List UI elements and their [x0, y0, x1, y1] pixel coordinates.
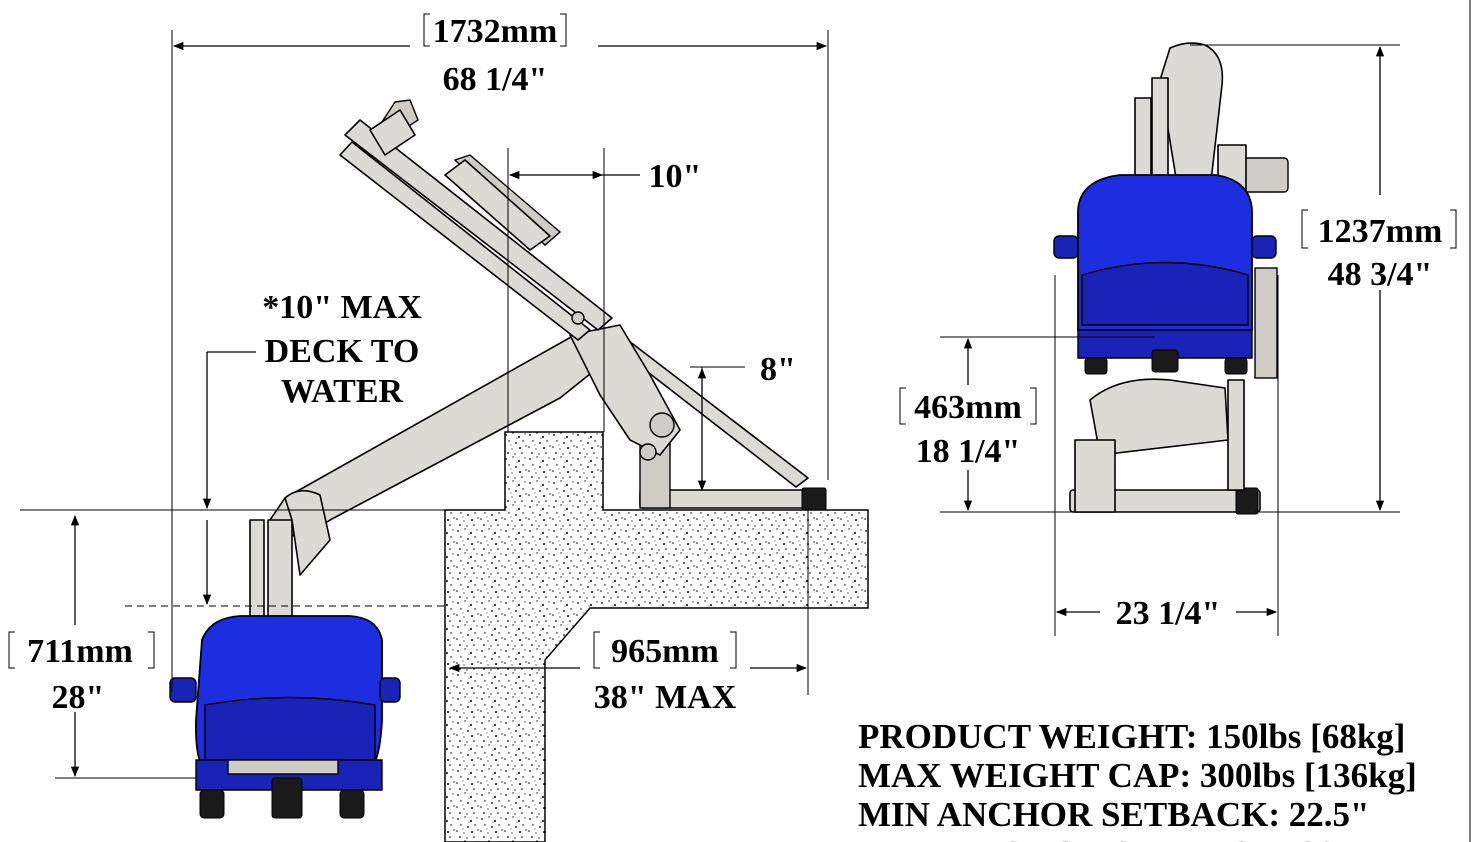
seat-drop-mm-label: 711mm [27, 633, 133, 670]
dimension-labels: 1732mm 68 1/4" 10" *10" MAX DECK TO WATE… [8, 13, 1457, 716]
seat-drop-in-label: 28" [52, 679, 105, 716]
offset-top-label: 10" [649, 158, 702, 195]
total-height-mm-label: 1237mm [1318, 213, 1443, 250]
spec-product-weight: PRODUCT WEIGHT: 150lbs [68kg] [858, 717, 1405, 756]
reach-mm-label: 965mm [611, 633, 719, 670]
width-in-label: 68 1/4" [443, 61, 548, 98]
front-view-lift [1053, 42, 1289, 515]
seat-height-in-label: 18 1/4" [916, 433, 1021, 470]
spec-max-weight: MAX WEIGHT CAP: 300lbs [136kg] [858, 756, 1417, 795]
total-height-in-label: 48 3/4" [1328, 256, 1433, 293]
base-height-label: 8" [760, 351, 796, 388]
spec-max-setback: MAX ANCHOR SETBACK: 38" [858, 834, 1355, 842]
spec-min-setback: MIN ANCHOR SETBACK: 22.5" [858, 795, 1369, 834]
width-front-label: 23 1/4" [1116, 595, 1221, 632]
reach-in-label: 38" MAX [594, 679, 737, 716]
deck-note-line1: *10" MAX [262, 289, 422, 326]
deck-note-line2: DECK TO [265, 333, 420, 370]
specifications: PRODUCT WEIGHT: 150lbs [68kg] MAX WEIGHT… [858, 717, 1417, 842]
deck-note-line3: WATER [281, 373, 404, 410]
width-mm-label: 1732mm [433, 13, 558, 50]
seat-height-mm-label: 463mm [914, 389, 1022, 426]
pool-deck-concrete [444, 431, 869, 842]
dimension-lines [20, 0, 1471, 842]
side-view-lift [169, 99, 827, 819]
